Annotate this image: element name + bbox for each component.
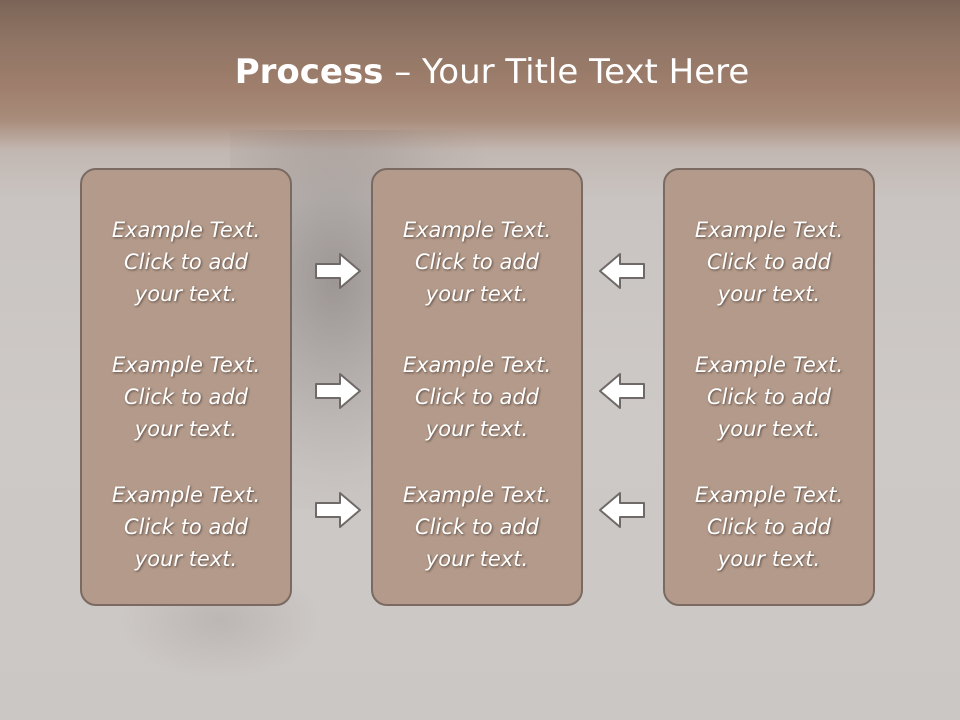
text-block-left-2[interactable]: Example Text. Click to add your text. [82, 349, 290, 445]
text-line: Example Text. [694, 483, 844, 507]
text-block-left-1[interactable]: Example Text. Click to add your text. [82, 214, 290, 310]
text-block-middle-2[interactable]: Example Text. Click to add your text. [373, 349, 581, 445]
right-arrow-icon [315, 373, 361, 409]
text-line: Example Text. [402, 353, 552, 377]
slide-title[interactable]: Process – Your Title Text Here [0, 52, 960, 92]
text-line: Example Text. [111, 353, 261, 377]
text-block-left-3[interactable]: Example Text. Click to add your text. [82, 479, 290, 575]
text-line: your text. [717, 282, 821, 306]
left-arrow-icon [599, 492, 645, 528]
text-line: Click to add [706, 515, 831, 539]
text-line: Example Text. [111, 218, 261, 242]
text-block-middle-1[interactable]: Example Text. Click to add your text. [373, 214, 581, 310]
text-line: Example Text. [402, 218, 552, 242]
right-arrow-icon [315, 492, 361, 528]
title-rest-text: – Your Title Text Here [383, 52, 750, 92]
text-line: your text. [717, 547, 821, 571]
text-block-middle-3[interactable]: Example Text. Click to add your text. [373, 479, 581, 575]
text-line: your text. [425, 547, 529, 571]
text-line: your text. [717, 417, 821, 441]
text-line: Click to add [706, 385, 831, 409]
text-line: your text. [425, 417, 529, 441]
text-line: Click to add [123, 515, 248, 539]
text-block-right-3[interactable]: Example Text. Click to add your text. [665, 479, 873, 575]
text-line: Click to add [706, 250, 831, 274]
text-line: Click to add [414, 515, 539, 539]
text-line: Click to add [123, 250, 248, 274]
right-arrow-icon [315, 253, 361, 289]
text-line: Click to add [414, 250, 539, 274]
text-line: your text. [134, 417, 238, 441]
left-arrow-icon [599, 373, 645, 409]
text-line: Example Text. [694, 353, 844, 377]
text-line: your text. [134, 282, 238, 306]
left-arrow-icon [599, 253, 645, 289]
text-line: Example Text. [694, 218, 844, 242]
text-line: Example Text. [402, 483, 552, 507]
process-box-right[interactable]: Example Text. Click to add your text. Ex… [663, 168, 875, 606]
title-bold-text: Process [234, 52, 384, 92]
text-line: your text. [425, 282, 529, 306]
text-block-right-1[interactable]: Example Text. Click to add your text. [665, 214, 873, 310]
process-box-left[interactable]: Example Text. Click to add your text. Ex… [80, 168, 292, 606]
text-line: Example Text. [111, 483, 261, 507]
text-line: Click to add [123, 385, 248, 409]
text-block-right-2[interactable]: Example Text. Click to add your text. [665, 349, 873, 445]
text-line: Click to add [414, 385, 539, 409]
text-line: your text. [134, 547, 238, 571]
process-box-middle[interactable]: Example Text. Click to add your text. Ex… [371, 168, 583, 606]
